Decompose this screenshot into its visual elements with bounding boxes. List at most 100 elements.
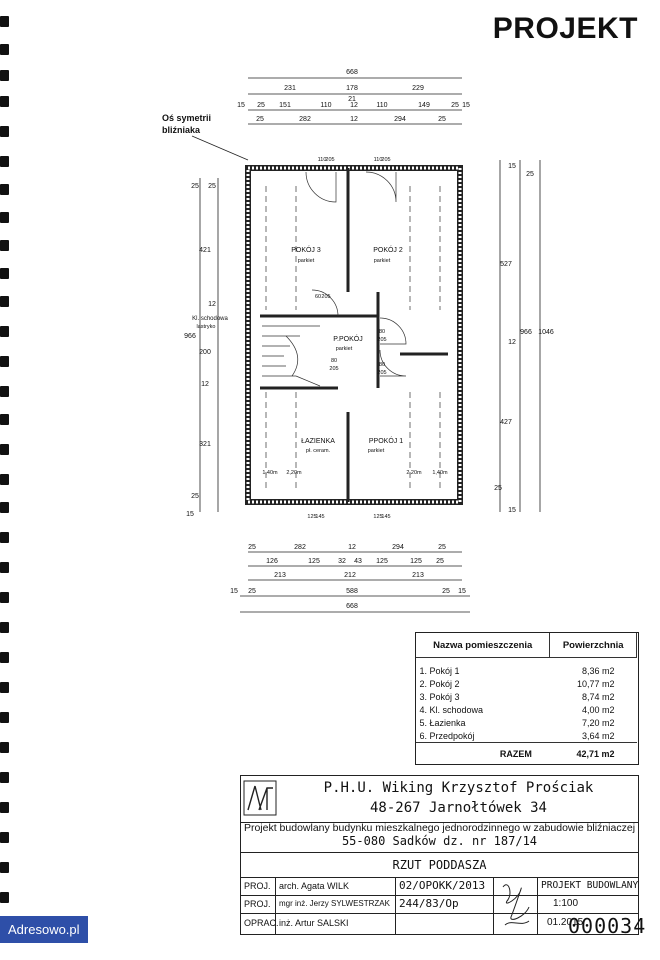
dim: 213 (412, 572, 424, 579)
door-label: 60 (315, 294, 321, 300)
dim: 527 (500, 261, 512, 268)
firm-address: 48-267 Jarnołtówek 34 (369, 800, 547, 816)
role-label: OPRAC. (244, 918, 279, 928)
dim: 12 (350, 116, 358, 123)
dim: 321 (199, 441, 211, 448)
dim: 25 (442, 588, 450, 595)
window-label: 145 (315, 514, 324, 520)
stair-label: Kl. schodowa (192, 316, 228, 322)
dim: 32 (338, 558, 346, 565)
dim: 25 (208, 183, 216, 190)
window-label: 125 (307, 514, 316, 520)
dim: 15 (230, 588, 238, 595)
door-label: 205 (321, 294, 330, 300)
dim: 588 (346, 588, 358, 595)
dim: 151 (279, 102, 291, 109)
dim: 12 (508, 339, 516, 346)
dim: 25 (256, 116, 264, 123)
total-row: RAZEM 42,71 m2 (415, 742, 637, 765)
dim: 125 (376, 558, 388, 565)
height-label: 1,40m (262, 470, 278, 476)
room-name: PPOKÓJ 1 (369, 436, 403, 445)
license-number: 244/83/Op (399, 897, 459, 910)
dim: 25 (438, 116, 446, 123)
room-floor: parkiet (336, 346, 353, 352)
dim: 43 (354, 558, 362, 565)
door-label: 80 (331, 358, 337, 364)
dim: 25 (451, 102, 459, 109)
room-floor: parkiet (368, 448, 385, 454)
dim: 25 (436, 558, 444, 565)
dim: 294 (394, 116, 406, 123)
dim: 421 (199, 247, 211, 254)
room-name: ŁAZIENKA (301, 438, 335, 445)
dim: 110 (320, 102, 331, 109)
room-floor: parkiet (298, 258, 315, 264)
height-label: 2,20m (406, 470, 422, 476)
dim: 294 (392, 544, 404, 551)
dim: 282 (294, 544, 306, 551)
dim: 125 (410, 558, 422, 565)
dim-total-bottom: 668 (346, 603, 358, 610)
window-label: 145 (381, 514, 390, 520)
dim: 15 (458, 588, 466, 595)
dim-total-right-outer: 1046 (538, 329, 554, 336)
dim: 15 (237, 102, 245, 109)
dim: 212 (344, 572, 356, 579)
document-number: 000034 (568, 914, 647, 938)
dim: 25 (248, 588, 256, 595)
license-number: 02/OPOKK/2013 (399, 879, 486, 892)
dim: 125 (308, 558, 320, 565)
dim: 15 (508, 507, 516, 514)
door-label: 205 (381, 157, 390, 163)
dim: 21 (348, 96, 356, 103)
dim: 12 (348, 544, 356, 551)
sheet-title: RZUT PODDASZA (241, 853, 638, 878)
firm-name: P.H.U. Wiking Krzysztof Prościak (323, 780, 594, 796)
company-logo-icon (243, 780, 277, 816)
dim: 427 (500, 419, 512, 426)
dim: 110 (376, 102, 387, 109)
dim-total-top: 668 (346, 69, 358, 76)
designer-name: inż. Artur SALSKI (279, 918, 349, 928)
dim: 178 (346, 85, 358, 92)
stair-floor: lastryko (197, 324, 216, 330)
project-stage: PROJEKT BUDOWLANY (541, 880, 639, 891)
room-name: POKÓJ 2 (373, 245, 403, 254)
height-label: 2,20m (286, 470, 302, 476)
door-label: 205 (325, 157, 334, 163)
dim: 25 (248, 544, 256, 551)
dim: 25 (257, 102, 265, 109)
designer-name: mgr inż. Jerzy SYLWESTRZAK (279, 899, 390, 908)
dim-total-right: 966 (520, 329, 532, 336)
watermark-link[interactable]: Adresowo.pl (0, 916, 88, 943)
role-label: PROJ. (244, 899, 271, 909)
date: 01.2015 (547, 917, 584, 928)
table-border (415, 632, 639, 765)
symmetry-label: Oś symetrii bliźniaka (162, 113, 212, 135)
column-header-area: Powierzchnia (549, 632, 637, 658)
room-name: POKÓJ 3 (291, 245, 321, 254)
door-label: 110 (318, 157, 327, 163)
dim: 25 (438, 544, 446, 551)
outer-wall (245, 165, 463, 505)
project-description: Projekt budowlany budynku mieszkalnego j… (241, 822, 638, 853)
room-floor: pł. ceram. (306, 448, 331, 454)
room-floor: parkiet (374, 258, 391, 264)
designer-name: arch. Agata WILK (279, 881, 350, 891)
door-label: 80 (379, 329, 385, 335)
room-area-table: Nazwa pomieszczenia Powierzchnia 1. Pokó… (414, 632, 637, 765)
door-label: 80 (379, 362, 385, 368)
dim: 282 (299, 116, 311, 123)
dim: 25 (191, 493, 199, 500)
signature-icon (502, 884, 530, 926)
door-label: 110 (374, 157, 383, 163)
binder-holes (0, 0, 12, 960)
